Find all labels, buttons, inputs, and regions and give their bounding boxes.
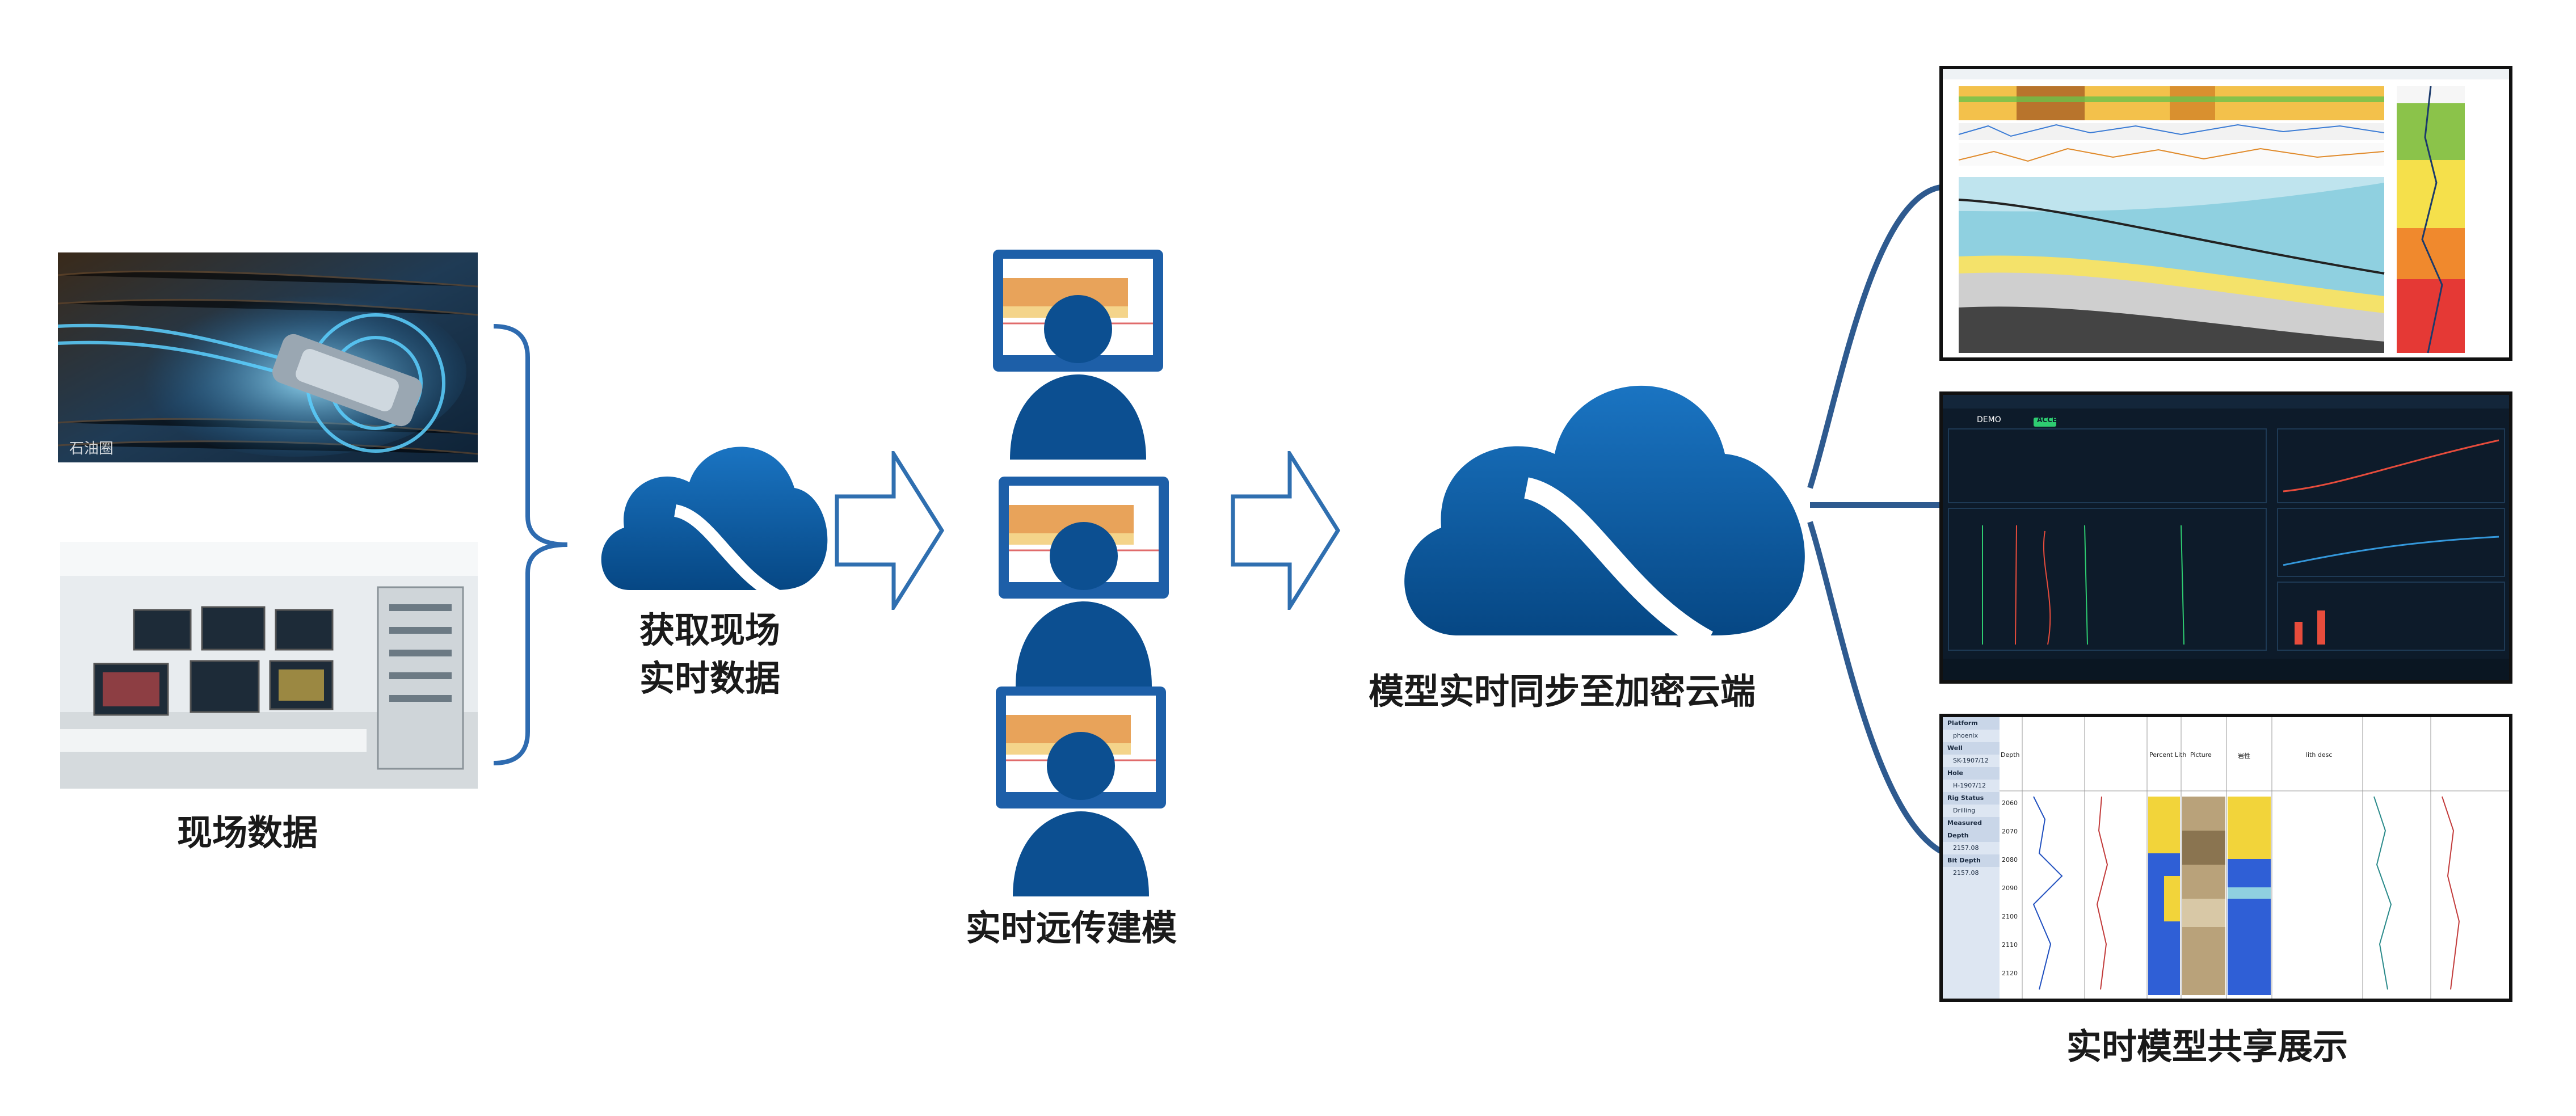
track-header: lith desc: [2306, 751, 2333, 759]
remote-modeling-label: 实时远传建模: [966, 907, 1177, 949]
cloud-icon-sync: [1404, 385, 1805, 641]
shared-view-geosteering: [1939, 66, 2512, 361]
sidebar-entry: Measured Depth: [1943, 817, 2000, 842]
depth-tick: 2100: [2002, 913, 2018, 920]
sidebar-entry: 2157.08: [1953, 844, 1979, 852]
cloud-icon-acquire: [601, 447, 828, 596]
track-header: Picture: [2190, 751, 2212, 759]
sidebar-entry: Platform: [1943, 717, 2000, 730]
watermark-text: 石油圈: [69, 440, 114, 457]
sidebar-entry: 2157.08: [1953, 869, 1979, 877]
sidebar-entry: Hole: [1943, 767, 2000, 780]
track-header: 岩性: [2238, 752, 2250, 760]
sidebar-entry: Bit Depth: [1943, 854, 2000, 867]
share-connectors: [1807, 184, 1942, 854]
track-header: Depth: [2001, 751, 2020, 759]
track-header: Percent Lith: [2149, 751, 2187, 759]
depth-tick: 2070: [2002, 828, 2018, 835]
depth-tick: 2120: [2002, 970, 2018, 977]
grouping-bracket: [493, 324, 568, 765]
dashboard-brand: DEMO: [1977, 415, 2001, 424]
control-room-photo: [60, 542, 478, 789]
cloud-sync-label: 模型实时同步至加密云端: [1369, 671, 1756, 712]
sidebar-entry: Rig Status: [1943, 792, 2000, 805]
sidebar-entry: H-1907/12: [1953, 782, 1986, 789]
depth-tick: 2090: [2002, 885, 2018, 892]
remote-user-3: [996, 687, 1166, 896]
sidebar-entry: phoenix: [1953, 732, 1978, 739]
depth-tick: 2110: [2002, 941, 2018, 949]
depth-tick: 2080: [2002, 856, 2018, 864]
sidebar-entry: SK-1907/12: [1953, 757, 1989, 764]
flow-arrow-1: [835, 451, 945, 610]
shared-display-label: 实时模型共享展示: [2066, 1026, 2348, 1067]
depth-tick: 2060: [2002, 799, 2018, 807]
sidebar-entry: Drilling: [1953, 807, 1976, 814]
drilling-photo: 石油圈: [58, 252, 478, 462]
acquire-label-line2: 实时数据: [639, 658, 781, 699]
acquire-label-line1: 获取现场: [639, 609, 781, 651]
site-data-label: 现场数据: [177, 812, 318, 853]
sidebar-entry: Well: [1943, 742, 2000, 755]
shared-view-dashboard: DEMO ACCE: [1939, 391, 2512, 684]
dashboard-status-badge: ACCE: [2037, 416, 2057, 424]
remote-user-1: [993, 250, 1163, 460]
flow-arrow-2: [1231, 451, 1341, 610]
remote-user-2: [999, 477, 1169, 687]
